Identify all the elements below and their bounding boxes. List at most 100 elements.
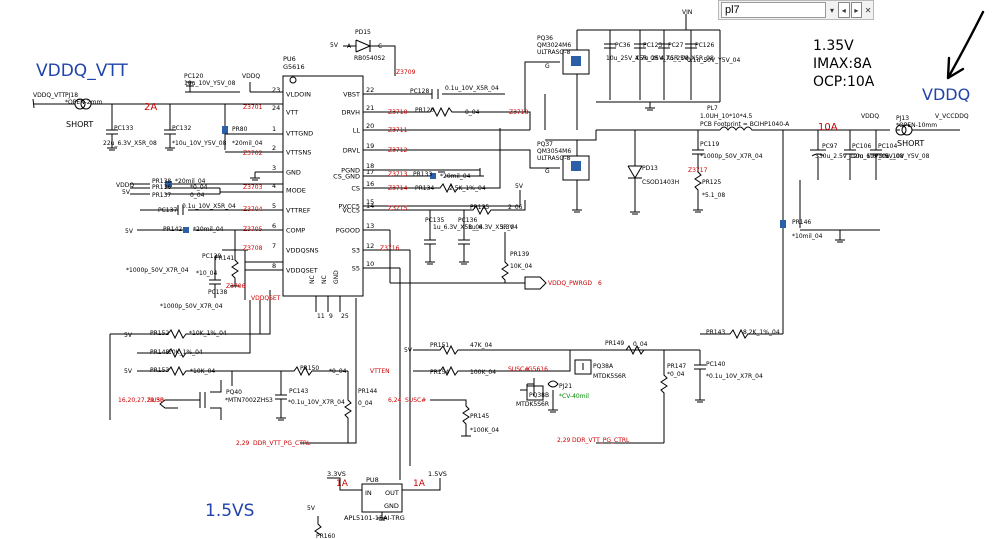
pu6-pin-number: 16: [366, 180, 374, 188]
component-label: PC143: [289, 388, 308, 395]
component-label: PR147: [667, 363, 686, 370]
component-label: PR133: [413, 171, 432, 178]
component-label: 0_04: [358, 400, 373, 407]
component-label: PC104: [878, 143, 897, 150]
pu6-pin-name: VLDOIN: [286, 91, 311, 99]
handwritten-arrow-icon: [946, 10, 985, 80]
component-label: PR149: [605, 340, 624, 347]
component-label: *MTN7002ZHS3: [225, 397, 273, 404]
pu6-pin-number: 19: [366, 142, 374, 150]
component-label: 0_04: [633, 341, 648, 348]
component-label: PC120: [184, 73, 203, 80]
component-label: PC133: [114, 125, 133, 132]
component-label: PQ36: [537, 35, 553, 42]
component-label: PC137: [158, 207, 177, 214]
pu6-pin-name: DRVH: [341, 109, 360, 117]
component-label: 22u_6.3V_X5R_08: [103, 140, 157, 147]
component-label: *10mil_04: [792, 233, 823, 240]
pu6-pin-number: 15: [366, 198, 374, 206]
component-label: PR148: [150, 349, 169, 356]
component-label: PQ40: [226, 389, 242, 396]
component-label: 4.7u_25V_X5R_08: [635, 55, 689, 62]
component-label: *OPEN-2mm: [65, 99, 102, 106]
pu6-pin-name: CS: [351, 185, 360, 193]
component-label: 330u_2.5V_12m_6.6*5.9: [815, 153, 889, 160]
pu6-pin-name: GND: [333, 270, 340, 284]
component-label: PD15: [355, 29, 371, 36]
component-label: *10K_04: [190, 368, 215, 375]
next-arrow-icon[interactable]: ▸: [850, 2, 863, 18]
pu6-pin-number: 4: [272, 182, 276, 190]
component-label: 1.0UH_10*10*4.5: [700, 113, 752, 120]
component-label: PC119: [700, 141, 719, 148]
component-label: 10u_25V_X5R_08: [606, 55, 658, 62]
component-label: CSOD1403H: [642, 179, 679, 186]
component-label: 0_04: [465, 109, 480, 116]
component-label: PC132: [172, 125, 191, 132]
component-label: 5V: [330, 42, 339, 49]
find-input[interactable]: pl7: [721, 2, 827, 18]
component-label: SUSC#: [405, 397, 426, 404]
component-label: 10u_10V_Y5V_08: [878, 153, 930, 160]
component-label: *20mil_04: [175, 178, 206, 185]
component-label: Z3715: [388, 205, 408, 212]
component-label: PQ37: [537, 141, 553, 148]
component-label: PR152: [150, 330, 169, 337]
component-label: Z3702: [243, 150, 263, 157]
component-label: 8.2K_1%_04: [743, 329, 780, 336]
component-label: PC139: [202, 253, 221, 260]
component-label: SHORT: [66, 120, 93, 129]
component-label: 0.1u_50V_Y5V_04: [687, 57, 740, 64]
component-label: 10K_04: [510, 263, 532, 270]
ic-pu6: PU6 G5616 VLDOIN23VTT24VTTGND1VTTSNS2GND…: [272, 55, 374, 320]
component-label: PJ21: [559, 383, 572, 390]
component-label: PCB Footprint = BCIHP1040-A: [700, 121, 790, 128]
pu6-pin-name: LL: [353, 127, 361, 135]
pu6-pin-number: 12: [366, 242, 374, 250]
pu6-pin-name: VTTSNS: [286, 149, 311, 157]
component-label: *5.1_08: [702, 192, 725, 199]
component-label: *20mil_04: [232, 140, 263, 147]
pu6-pin-number: 25: [341, 313, 349, 320]
component-label: PC106: [852, 143, 871, 150]
component-label: *1000p_50V_X7R_04: [160, 303, 223, 310]
component-label: PC123: [643, 42, 662, 49]
ic-pu8-ref: PU8: [366, 476, 379, 484]
component-label: 5V: [122, 189, 131, 196]
pu6-pin-name: VCC5: [342, 207, 360, 215]
component-label: PR154: [430, 369, 449, 376]
component-label: *10K_1%_04: [189, 330, 227, 337]
component-label: G: [545, 168, 550, 175]
component-label: Z3708: [243, 245, 263, 252]
pu8-in-current: 1A: [336, 479, 349, 489]
previous-arrow-icon[interactable]: ◂: [837, 2, 850, 18]
component-label: *10_04: [196, 270, 217, 277]
component-label: PC140: [706, 361, 725, 368]
component-label: PL7: [707, 105, 718, 112]
annotation-vddq: VDDQ: [922, 85, 970, 104]
dropdown-arrow-icon[interactable]: ▾: [829, 5, 834, 15]
component-label: SUSC#: [508, 366, 529, 373]
component-label: Z3718: [509, 109, 529, 116]
component-label: V_VCCDDQ: [935, 113, 969, 120]
pu8-out-current: 1A: [413, 479, 426, 489]
component-label: Z3710: [388, 109, 408, 116]
pu6-pin-number: 6: [272, 222, 276, 230]
component-label: *0.1u_10V_X7R_04: [706, 373, 763, 380]
component-label: PR135: [470, 204, 489, 211]
component-label: 10u_10V_Y5V_08: [184, 80, 236, 87]
component-label: VTTEN: [370, 368, 390, 375]
component-label: C: [378, 43, 382, 50]
component-label: *0_04: [667, 371, 685, 378]
component-label: 6,24: [388, 397, 402, 404]
pu6-pin-number: 22: [366, 86, 374, 94]
component-label: *10u_10V_Y5V_08: [172, 140, 227, 147]
component-label: 0.1u_10V_X5R_04: [445, 85, 499, 92]
component-label: PR150: [300, 365, 319, 372]
annotation-1-5vs: 1.5VS: [205, 501, 254, 521]
pu6-pin-number: 1: [272, 125, 276, 133]
pu6-pin-number: 11: [317, 313, 325, 320]
close-icon[interactable]: ✕: [864, 5, 872, 15]
